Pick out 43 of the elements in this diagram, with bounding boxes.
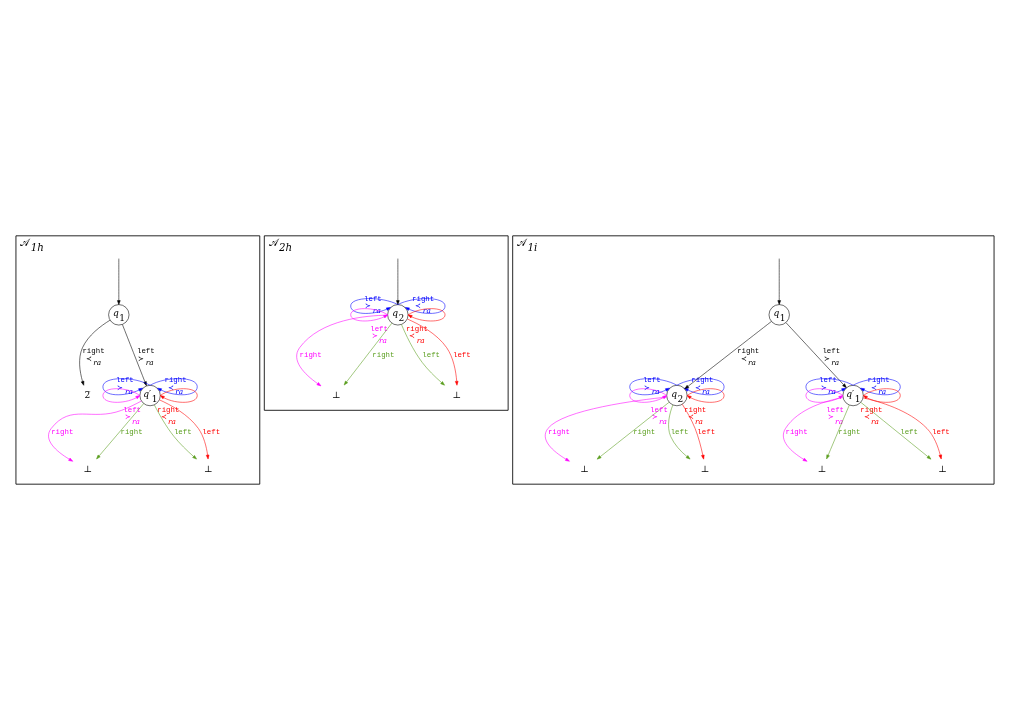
arrow — [154, 404, 197, 460]
arrow — [596, 402, 670, 460]
node-text: ⊥ — [700, 463, 710, 474]
arrow — [96, 403, 144, 460]
arrow — [686, 388, 725, 403]
arrow — [777, 258, 781, 305]
arrow — [160, 388, 198, 403]
arrow — [860, 402, 932, 460]
arrow — [826, 404, 850, 460]
arrow — [79, 319, 111, 386]
node-text: 2̅ — [84, 389, 91, 400]
arrow — [544, 396, 668, 462]
arrow — [296, 314, 388, 387]
arrow — [350, 308, 388, 322]
node-text: ⊥ — [83, 463, 93, 474]
arrow — [629, 388, 667, 403]
arrow — [396, 258, 400, 305]
node-text: ⊥ — [817, 463, 827, 474]
arrow — [863, 388, 901, 403]
arrow — [343, 322, 393, 386]
arrow — [401, 324, 445, 386]
arrow — [862, 397, 942, 460]
arrow — [48, 400, 142, 462]
arrow — [684, 321, 772, 390]
arrow — [102, 378, 151, 396]
arrow — [397, 298, 446, 314]
arrow — [117, 258, 121, 305]
arrow — [805, 388, 844, 403]
arrow — [407, 308, 446, 322]
node-text: ⊥ — [452, 389, 461, 400]
node-text: ⊥ — [204, 463, 213, 474]
node-text: ⊥ — [331, 389, 341, 400]
arrow — [102, 388, 141, 403]
arrow — [785, 322, 847, 388]
node-text: ⊥ — [580, 463, 589, 474]
arrow — [783, 397, 844, 462]
arrow — [350, 298, 399, 314]
node-text: ⊥ — [938, 463, 947, 474]
arrow — [682, 404, 705, 460]
arrow — [122, 324, 147, 386]
arrow — [407, 318, 459, 386]
arrow — [159, 399, 210, 460]
arrow — [668, 404, 691, 460]
